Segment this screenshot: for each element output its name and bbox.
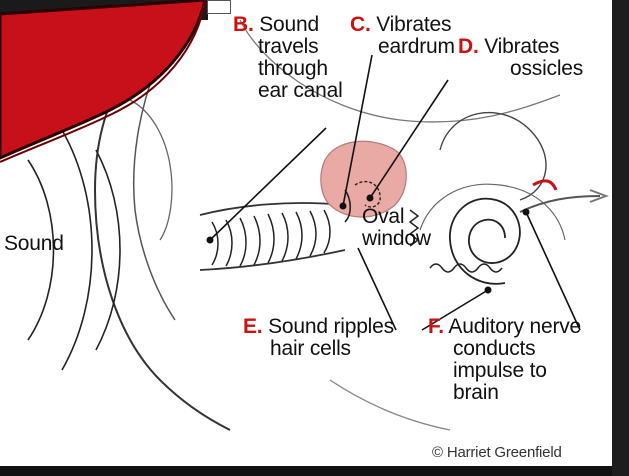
label-c: C. Vibrates xyxy=(350,14,451,35)
label-d-letter: D. xyxy=(458,35,479,58)
label-d-line-2: ossicles xyxy=(510,58,583,79)
label-f-line-3: impulse to xyxy=(453,360,547,381)
label-e-line-2: hair cells xyxy=(270,338,351,359)
label-e-line-1: Sound ripples xyxy=(268,315,394,338)
sound-ripples-in-canal xyxy=(212,210,330,266)
label-oval-window-1: Oval xyxy=(362,206,404,227)
label-b: B. Sound xyxy=(233,14,319,35)
right-dark-frame xyxy=(612,0,629,476)
label-f-line-4: brain xyxy=(453,382,499,403)
label-d: D. Vibrates xyxy=(458,36,559,57)
label-b-line-3: through xyxy=(258,58,328,79)
inner-ear-outline xyxy=(420,184,565,240)
label-c-letter: C. xyxy=(350,13,371,36)
semicircular-canals xyxy=(440,113,546,200)
label-c-line-1: Vibrates xyxy=(376,13,451,36)
jaw-outline xyxy=(330,380,450,430)
label-f: F. Auditory nerve xyxy=(428,316,581,337)
label-e: E. Sound ripples xyxy=(243,316,394,337)
label-b-line-4: ear canal xyxy=(258,80,343,101)
ear-diagram: B. Sound travels through ear canal C. Vi… xyxy=(0,0,612,466)
basilar-wave xyxy=(430,264,502,272)
label-b-letter: B. xyxy=(233,13,254,36)
credit-text: © Harriet Greenfield xyxy=(432,442,562,463)
label-b-line-2: travels xyxy=(258,36,318,57)
label-d-line-1: Vibrates xyxy=(484,35,559,58)
label-c-line-2: eardrum xyxy=(378,36,455,57)
label-oval-window-2: window xyxy=(362,228,431,249)
red-callout-shape xyxy=(0,0,230,170)
label-sound: Sound xyxy=(4,233,64,254)
auditory-nerve xyxy=(520,196,600,212)
callout-fill xyxy=(0,0,205,158)
nerve-red-segment xyxy=(533,181,556,190)
label-f-letter: F. xyxy=(428,315,444,338)
label-b-line-1: Sound xyxy=(259,13,319,36)
label-e-letter: E. xyxy=(243,315,262,338)
label-f-line-1: Auditory nerve xyxy=(448,315,581,338)
label-f-line-2: conducts xyxy=(453,338,535,359)
cochlea-spiral xyxy=(450,199,520,284)
ear-canal-top xyxy=(200,203,345,215)
